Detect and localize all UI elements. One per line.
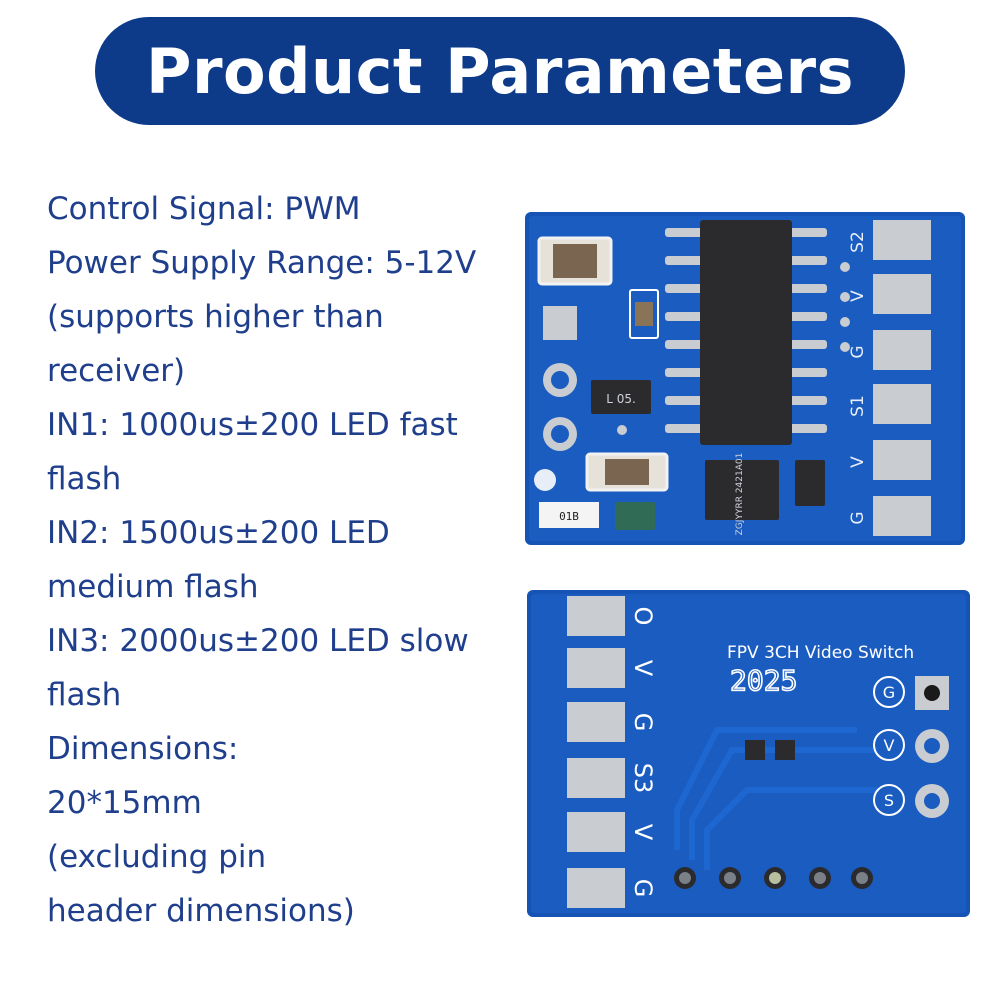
param-line: IN1: 1000us±200 LED fast (47, 407, 458, 443)
pad-label: V (848, 456, 868, 468)
param-line: IN3: 2000us±200 LED slow (47, 623, 469, 659)
bottom-small-pads (745, 740, 795, 760)
pcb-top-svg: S2 V G S1 V G (525, 212, 965, 545)
solder-pad (567, 702, 625, 742)
pad-label: S1 (848, 395, 868, 417)
pcb-bottom-photo: O V G S3 V G FPV 3CH Video Switch 2025 G… (527, 590, 970, 917)
parameter-list: Control Signal: PWM Power Supply Range: … (47, 182, 507, 938)
solder-pad (873, 330, 931, 370)
solder-pad (567, 812, 625, 852)
pad-label: V (848, 290, 868, 302)
param-line: header dimensions) (47, 893, 355, 929)
circle-label: V (884, 736, 895, 755)
solder-pad (873, 384, 931, 424)
param-line: flash (47, 677, 122, 713)
circle-label: G (883, 683, 895, 702)
param-line: 20*15mm (47, 785, 202, 821)
silk-title: FPV 3CH Video Switch (727, 643, 914, 663)
param-line: medium flash (47, 569, 259, 605)
side-label: G (629, 879, 657, 898)
pcb-bottom-side-labels: O V G S3 V G (629, 607, 657, 898)
solder-pad (567, 758, 625, 798)
side-label: O (629, 607, 657, 626)
pad-label: S2 (848, 231, 868, 253)
side-label: V (629, 660, 657, 677)
param-line: (supports higher than (47, 299, 384, 335)
pcb-top-photo: S2 V G S1 V G (525, 212, 965, 545)
pcb-top-vias (617, 262, 850, 435)
solder-pad (873, 274, 931, 314)
pcb-bottom-pads (567, 596, 625, 908)
pcb-top-components: L 05. 01B ZGJYYRR 2421A01 (534, 236, 825, 536)
solder-pad (567, 648, 625, 688)
solder-pad (873, 440, 931, 480)
pcb-bottom-traces (674, 727, 877, 870)
param-line: IN2: 1500us±200 LED (47, 515, 390, 551)
pcb-bottom-svg: O V G S3 V G FPV 3CH Video Switch 2025 G… (527, 590, 970, 917)
header-holes (915, 676, 949, 818)
param-line: receiver) (47, 353, 186, 389)
param-line: Dimensions: (47, 731, 239, 767)
solder-pad (567, 596, 625, 636)
param-line: Power Supply Range: 5-12V (47, 245, 477, 281)
solder-pad (567, 868, 625, 908)
solder-pad (873, 496, 931, 536)
main-ic (665, 220, 827, 445)
bottom-vias (674, 867, 873, 889)
param-line: flash (47, 461, 122, 497)
ic-small-marking: ZGJYYRR 2421A01 (735, 453, 745, 536)
pcb-top-pad-labels: S2 V G S1 V G (848, 231, 868, 524)
side-label: G (629, 713, 657, 732)
silk-year: 2025 (730, 664, 797, 697)
param-line: Control Signal: PWM (47, 191, 361, 227)
pcb-top-pads (873, 220, 931, 536)
side-label: V (629, 824, 657, 841)
page-title: Product Parameters (146, 34, 854, 108)
solder-pad (873, 220, 931, 260)
circle-labels: G V S (873, 676, 905, 816)
side-label: S3 (629, 763, 657, 794)
param-line: (excluding pin (47, 839, 267, 875)
pad-label: G (848, 511, 868, 524)
title-banner: Product Parameters (95, 17, 905, 125)
ic-marking: L 05. (606, 392, 636, 406)
pad-label: G (848, 345, 868, 358)
circle-label: S (884, 791, 894, 810)
led-marking: 01B (559, 510, 579, 523)
